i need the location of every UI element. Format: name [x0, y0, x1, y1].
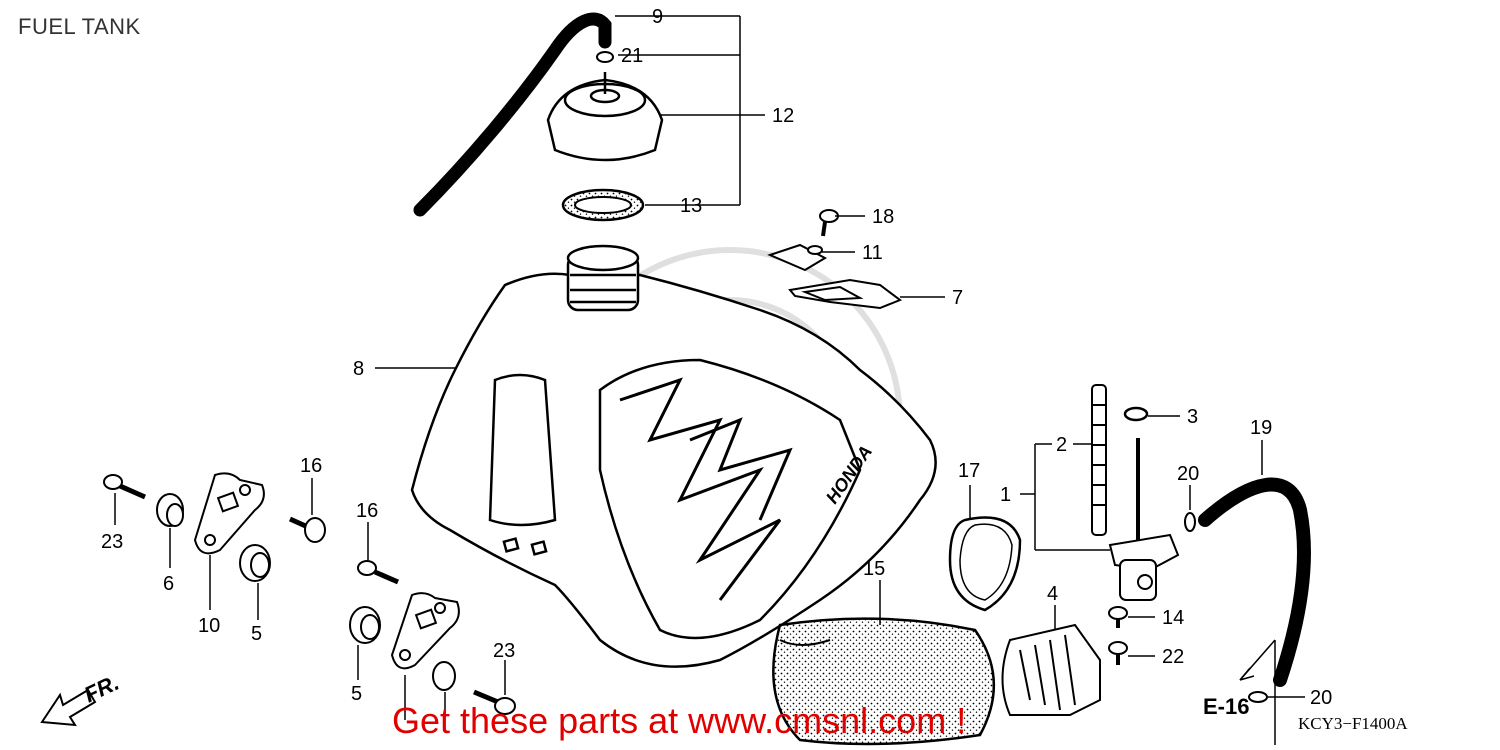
diagram-title: FUEL TANK: [18, 14, 141, 39]
bolt-part-16-lower: [357, 560, 399, 585]
clip-part-20-upper: [1184, 512, 1196, 532]
bracket-part-7: [788, 278, 903, 310]
clip-part-20-lower: [1248, 691, 1268, 703]
rubber-part-5-upper: [239, 544, 271, 582]
o-ring-part-3: [1123, 406, 1149, 422]
screw-part-14: [1108, 606, 1128, 628]
bolt-part-16-upper: [288, 516, 326, 543]
callout-20-lower: 20: [1310, 687, 1332, 709]
callout-17: 17: [958, 460, 980, 482]
callout-10: 10: [198, 615, 220, 637]
callout-5-upper: 5: [251, 623, 262, 645]
callout-9: 9: [652, 6, 663, 28]
strainer-part-2: [1091, 384, 1107, 536]
section-arrow: [1239, 639, 1276, 745]
callout-21: 21: [621, 45, 643, 67]
bolt-part-23-upper: [103, 474, 147, 500]
bolt-part-23-lower: [473, 689, 516, 715]
front-arrow: [40, 688, 97, 727]
band-part-17: [948, 516, 1022, 612]
callout-11: 11: [862, 242, 883, 264]
bracket-part-10-left: [193, 472, 265, 555]
fuel-hose-part-19: [1198, 477, 1311, 687]
callout-7: 7: [952, 287, 963, 309]
callout-8: 8: [353, 358, 364, 380]
fuel-valve-part-1: [1108, 438, 1180, 601]
callout-23-upper: 23: [101, 531, 123, 553]
fuel-cap: [546, 72, 664, 162]
callout-14: 14: [1162, 607, 1184, 629]
screw-part-22: [1108, 641, 1128, 665]
callout-3: 3: [1187, 406, 1198, 428]
callout-16-upper: 16: [300, 455, 322, 477]
bracket-part-10-right: [390, 592, 460, 670]
rubber-part-5-lower: [349, 606, 381, 644]
collar-part-6: [156, 493, 184, 527]
bolt-part-18: [819, 209, 839, 237]
breather-hose: [413, 12, 612, 217]
callout-15: 15: [863, 558, 885, 580]
callout-labels: 9 21 12 13 18 11 7 8 3 2 1 19 20 17 16 1…: [101, 6, 1332, 709]
callout-5-lower: 5: [351, 683, 362, 705]
callout-20-upper: 20: [1177, 463, 1199, 485]
callout-13: 13: [680, 195, 702, 217]
callout-6: 6: [163, 573, 174, 595]
fuel-tank: [410, 244, 937, 668]
diagram-code: KCY3−F1400A: [1298, 714, 1408, 733]
callout-23-lower: 23: [493, 640, 515, 662]
damper-part-4: [1001, 623, 1101, 716]
callout-2: 2: [1056, 434, 1067, 456]
callout-22: 22: [1162, 646, 1184, 668]
callout-12: 12: [772, 105, 794, 127]
callout-16-lower: 16: [356, 500, 378, 522]
washer-part-11: [767, 243, 828, 272]
collar-part-6-lower: [432, 661, 456, 691]
callout-1: 1: [1000, 484, 1011, 506]
callout-19: 19: [1250, 417, 1272, 439]
foam-cover-part-15: [772, 617, 996, 746]
callout-18: 18: [872, 206, 894, 228]
clip-part-21: [596, 51, 614, 63]
cap-gasket: [561, 188, 645, 222]
section-reference[interactable]: E-16: [1203, 694, 1250, 719]
callout-4: 4: [1047, 583, 1058, 605]
promo-banner[interactable]: Get these parts at www.cmsnl.com !: [392, 700, 967, 741]
leader-lines: [114, 15, 1305, 720]
